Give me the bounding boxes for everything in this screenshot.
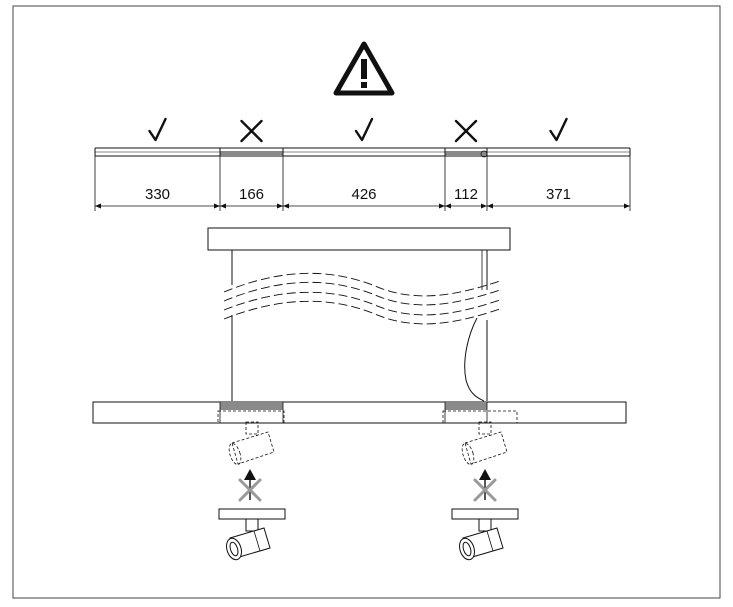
blocked-zone — [220, 402, 283, 410]
dimension-label: 112 — [454, 186, 478, 203]
pendant-rail — [92, 401, 627, 424]
dimension-arrow — [624, 203, 630, 209]
spotlight-group-right — [451, 421, 519, 561]
dimension-lines: 330 166 426 112 371 — [94, 156, 631, 211]
break-lines — [223, 272, 501, 325]
spotlight-ghost — [228, 421, 275, 465]
dimension-label: 330 — [145, 186, 170, 203]
spotlight-icon — [218, 508, 286, 561]
warning-triangle-icon — [333, 41, 395, 96]
segment-marks — [148, 117, 568, 143]
cross-icon — [454, 119, 478, 143]
spotlight-ghost — [461, 421, 508, 465]
cross-icon — [238, 478, 262, 502]
checkmark-icon — [549, 117, 568, 142]
dimension-arrow — [220, 203, 226, 209]
checkmark-icon — [354, 117, 374, 142]
ceiling-canopy — [207, 227, 511, 251]
blocked-zone — [220, 151, 283, 156]
dimension-label: 426 — [351, 186, 376, 203]
dimension-arrow — [439, 203, 445, 209]
frame-border — [12, 5, 721, 599]
cross-icon — [473, 478, 497, 502]
dimension-arrow — [277, 203, 283, 209]
dimension-arrow — [481, 203, 487, 209]
top-rail — [94, 147, 631, 158]
dimension-label: 371 — [546, 186, 571, 203]
dimension-label: 166 — [239, 186, 264, 203]
blocked-zone — [445, 402, 487, 410]
dimension-arrow — [214, 203, 220, 209]
dimension-arrow — [283, 203, 289, 209]
suspension-cables — [231, 250, 488, 402]
spotlight-icon — [451, 508, 519, 561]
cross-icon — [240, 119, 263, 143]
dimension-arrow — [487, 203, 493, 209]
checkmark-icon — [148, 117, 167, 142]
dimension-arrow — [445, 203, 451, 209]
blocked-zone — [445, 151, 487, 156]
spotlight-group-left — [218, 421, 286, 561]
dimension-arrow — [95, 203, 101, 209]
